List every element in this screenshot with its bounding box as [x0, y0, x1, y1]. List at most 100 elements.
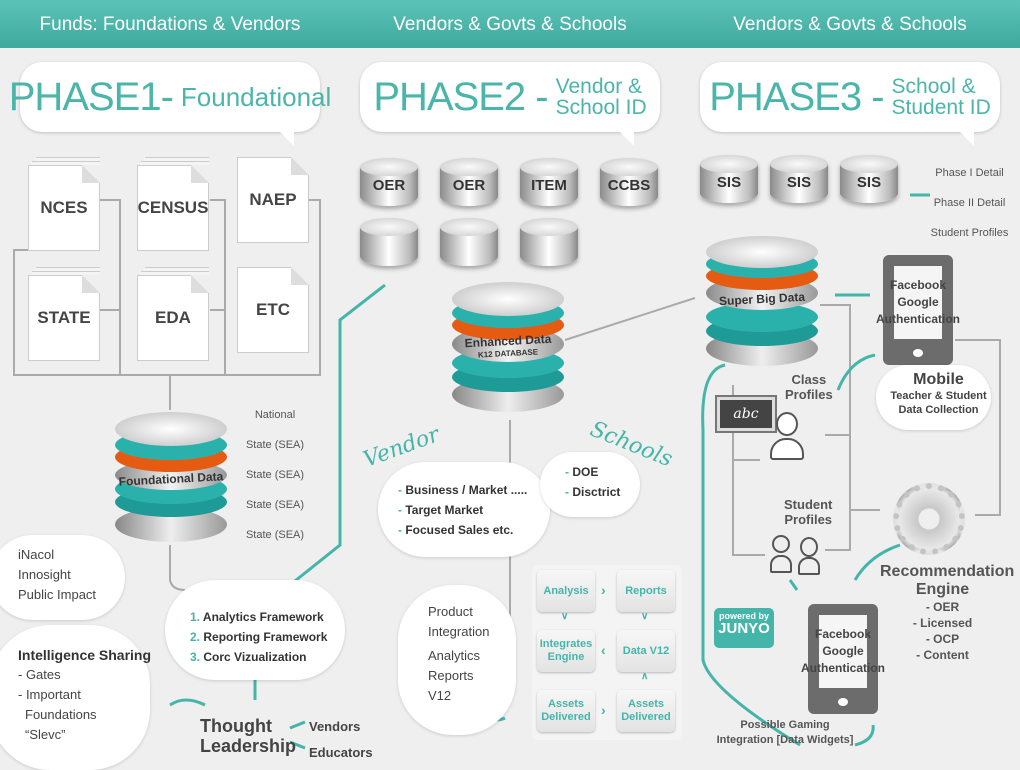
mobile-label: Mobile Teacher & Student Data Collection	[876, 371, 1001, 417]
hierarchy-state: State (SEA)	[245, 529, 305, 541]
engine-title: Engine	[915, 581, 970, 598]
partners-list: iNacol Innosight Public Impact	[18, 545, 96, 605]
super-big-data-database: Super Big Data	[706, 236, 818, 366]
phase3-subtitle-2: Student ID	[891, 96, 991, 119]
doc-census: CENSUS	[137, 165, 209, 251]
partner-item: Public Impact	[18, 587, 97, 602]
mobile-cloud	[876, 365, 991, 430]
vendor-item: Focused Sales etc.	[405, 523, 514, 537]
engine-item: - OCP	[925, 632, 960, 646]
cylinder-label: SIS	[856, 173, 882, 191]
auth-item: Google	[822, 644, 864, 658]
framework-item: Analytics Framework	[202, 610, 324, 624]
schools-items: - DOE - Disctrict	[565, 465, 621, 499]
header-phase2: Vendors & Govts & Schools	[393, 14, 627, 35]
product-item: Analytics	[428, 648, 481, 663]
product-item: Product	[428, 604, 473, 619]
class-profiles-line: Profiles	[785, 387, 833, 402]
student-profiles-line: Student	[784, 497, 833, 512]
intelligence-title: Intelligence Sharing	[18, 647, 152, 663]
cylinder-label: SIS	[786, 173, 812, 191]
framework-number: 1.	[190, 610, 201, 624]
phase1-title-bubble: PHASE1- Foundational	[9, 62, 331, 146]
cylinder-sis: SIS	[770, 155, 828, 203]
product-item: Reports	[428, 668, 474, 683]
thought-targets: Vendors Educators	[309, 714, 373, 766]
product-item: V12	[428, 688, 452, 703]
detail-item: Phase I Detail	[935, 167, 1004, 179]
phase2-subtitle-1: Vendor &	[555, 75, 643, 98]
doc-nces: NCES	[28, 165, 100, 251]
cylinder-blank	[520, 218, 578, 266]
partners-cloud	[0, 535, 125, 620]
cylinder-sis: SIS	[840, 155, 898, 203]
powered-by-text: powered by	[718, 611, 769, 621]
cylinder-oer: OER	[360, 158, 418, 206]
framework-number: 3.	[190, 650, 201, 664]
gear-icon	[893, 483, 965, 555]
foundational-data-database: Foundational Data	[115, 412, 227, 542]
partner-item: iNacol	[18, 547, 55, 562]
engine-item: - Licensed	[912, 616, 973, 630]
cylinder-label: OER	[452, 176, 486, 194]
intelligence-sharing: Intelligence Sharing - Gates - Important…	[18, 645, 151, 745]
mobile-title: Mobile	[913, 371, 964, 388]
recommendation-engine: Recommendation Engine - OER - Licensed -…	[880, 563, 1014, 663]
cylinder-label: CCBS	[607, 176, 651, 194]
flow-reports: Reports	[617, 570, 675, 612]
hierarchy-list: National State (SEA) State (SEA) State (…	[240, 400, 310, 550]
students-icon	[770, 535, 826, 577]
header-funds: Funds: Foundations & Vendors	[39, 14, 301, 35]
class-profiles-line: Class	[791, 372, 827, 387]
schools-cloud	[540, 452, 640, 517]
flow-panel: Analysis Reports Integrates Engine Data …	[532, 565, 682, 740]
target-vendors: Vendors	[309, 719, 361, 734]
cylinder-oer: OER	[440, 158, 498, 206]
header-phase3: Vendors & Govts & Schools	[733, 14, 967, 35]
flow-assets-delivered: Assets Delivered	[537, 690, 595, 732]
cylinder-blank	[440, 218, 498, 266]
cylinder-label: ITEM	[531, 176, 567, 194]
intelligence-item: “Slevc”	[25, 727, 66, 742]
hierarchy-state: State (SEA)	[245, 439, 305, 451]
powered-by-junyo-badge[interactable]: powered by JUNYO	[714, 608, 774, 648]
intelligence-item: Foundations	[25, 707, 97, 722]
target-educators: Educators	[309, 745, 373, 760]
chalkboard-icon: abc	[715, 395, 777, 433]
hierarchy-state: State (SEA)	[245, 499, 305, 511]
phase2-title: PHASE2 -	[373, 74, 548, 119]
engine-item: - Content	[916, 648, 969, 662]
cylinder-blank	[360, 218, 418, 266]
chevron-left-icon: ‹	[601, 642, 606, 658]
teacher-icon	[768, 412, 806, 462]
thought-line: Leadership	[200, 736, 297, 756]
phase2-title-bubble: PHASE2 - Vendor &School ID	[360, 62, 660, 146]
auth-item: Google	[897, 295, 939, 309]
framework-item: Reporting Framework	[203, 630, 328, 644]
chevron-down-icon: ∨	[641, 611, 649, 622]
doc-eda: EDA	[137, 275, 209, 361]
chevron-right-icon: ›	[601, 702, 606, 718]
thought-leadership: Thought Leadership	[200, 716, 296, 756]
flow-analysis: Analysis	[537, 570, 595, 612]
cylinder-label: SIS	[716, 173, 742, 191]
intelligence-item: - Important	[18, 687, 81, 702]
product-list: Product Integration Analytics Reports V1…	[428, 602, 489, 706]
detail-item: Phase II Detail	[933, 197, 1006, 209]
intelligence-cloud	[0, 625, 150, 770]
phase3-title: PHASE3 -	[709, 74, 884, 119]
cylinder-item: ITEM	[520, 158, 578, 206]
auth-item: Facebook	[814, 627, 871, 641]
mobile-line: Data Collection	[898, 404, 979, 416]
schools-item: Disctrict	[572, 485, 621, 499]
product-item: Integration	[428, 624, 490, 639]
mobile-line: Teacher & Student	[890, 390, 987, 402]
framework-number: 2.	[190, 630, 201, 644]
cylinder-sis: SIS	[700, 155, 758, 203]
frameworks-list: 1. Analytics Framework 2. Reporting Fram…	[190, 607, 327, 667]
gaming-integration: Possible Gaming Integration [Data Widget…	[715, 718, 855, 748]
phase1-subtitle: Foundational	[180, 81, 332, 112]
vendor-item: Target Market	[405, 503, 484, 517]
